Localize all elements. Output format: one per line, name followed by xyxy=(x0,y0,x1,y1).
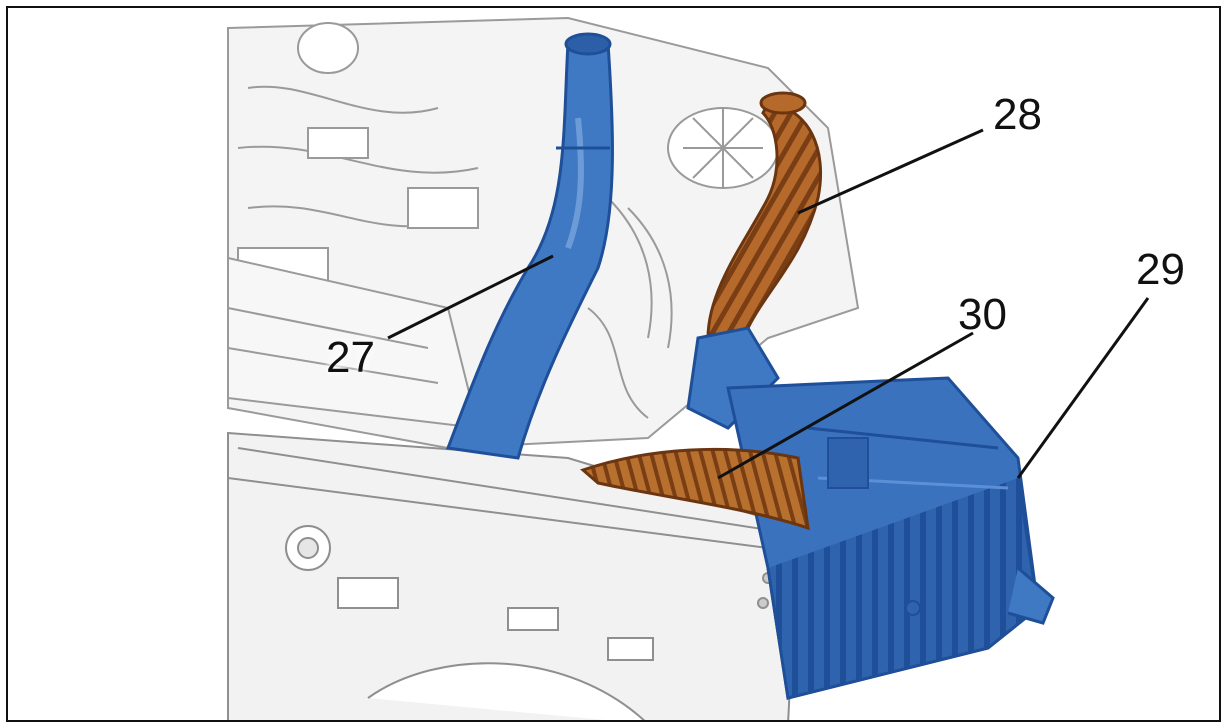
leader-line-28 xyxy=(797,128,984,215)
callout-27: 27 xyxy=(326,333,375,382)
callout-29: 29 xyxy=(1136,245,1185,294)
leader-line-30 xyxy=(717,331,974,480)
duct-30-part xyxy=(580,447,810,531)
leader-line-27 xyxy=(387,254,554,340)
leader-line-29 xyxy=(1016,297,1150,479)
diagram-frame: 27 28 29 30 xyxy=(6,6,1221,722)
callout-28: 28 xyxy=(993,90,1042,139)
hose-27-part xyxy=(445,32,614,460)
engine-illustration xyxy=(227,16,1150,720)
callout-30: 30 xyxy=(958,290,1007,339)
airbox-29-part xyxy=(686,326,1055,700)
